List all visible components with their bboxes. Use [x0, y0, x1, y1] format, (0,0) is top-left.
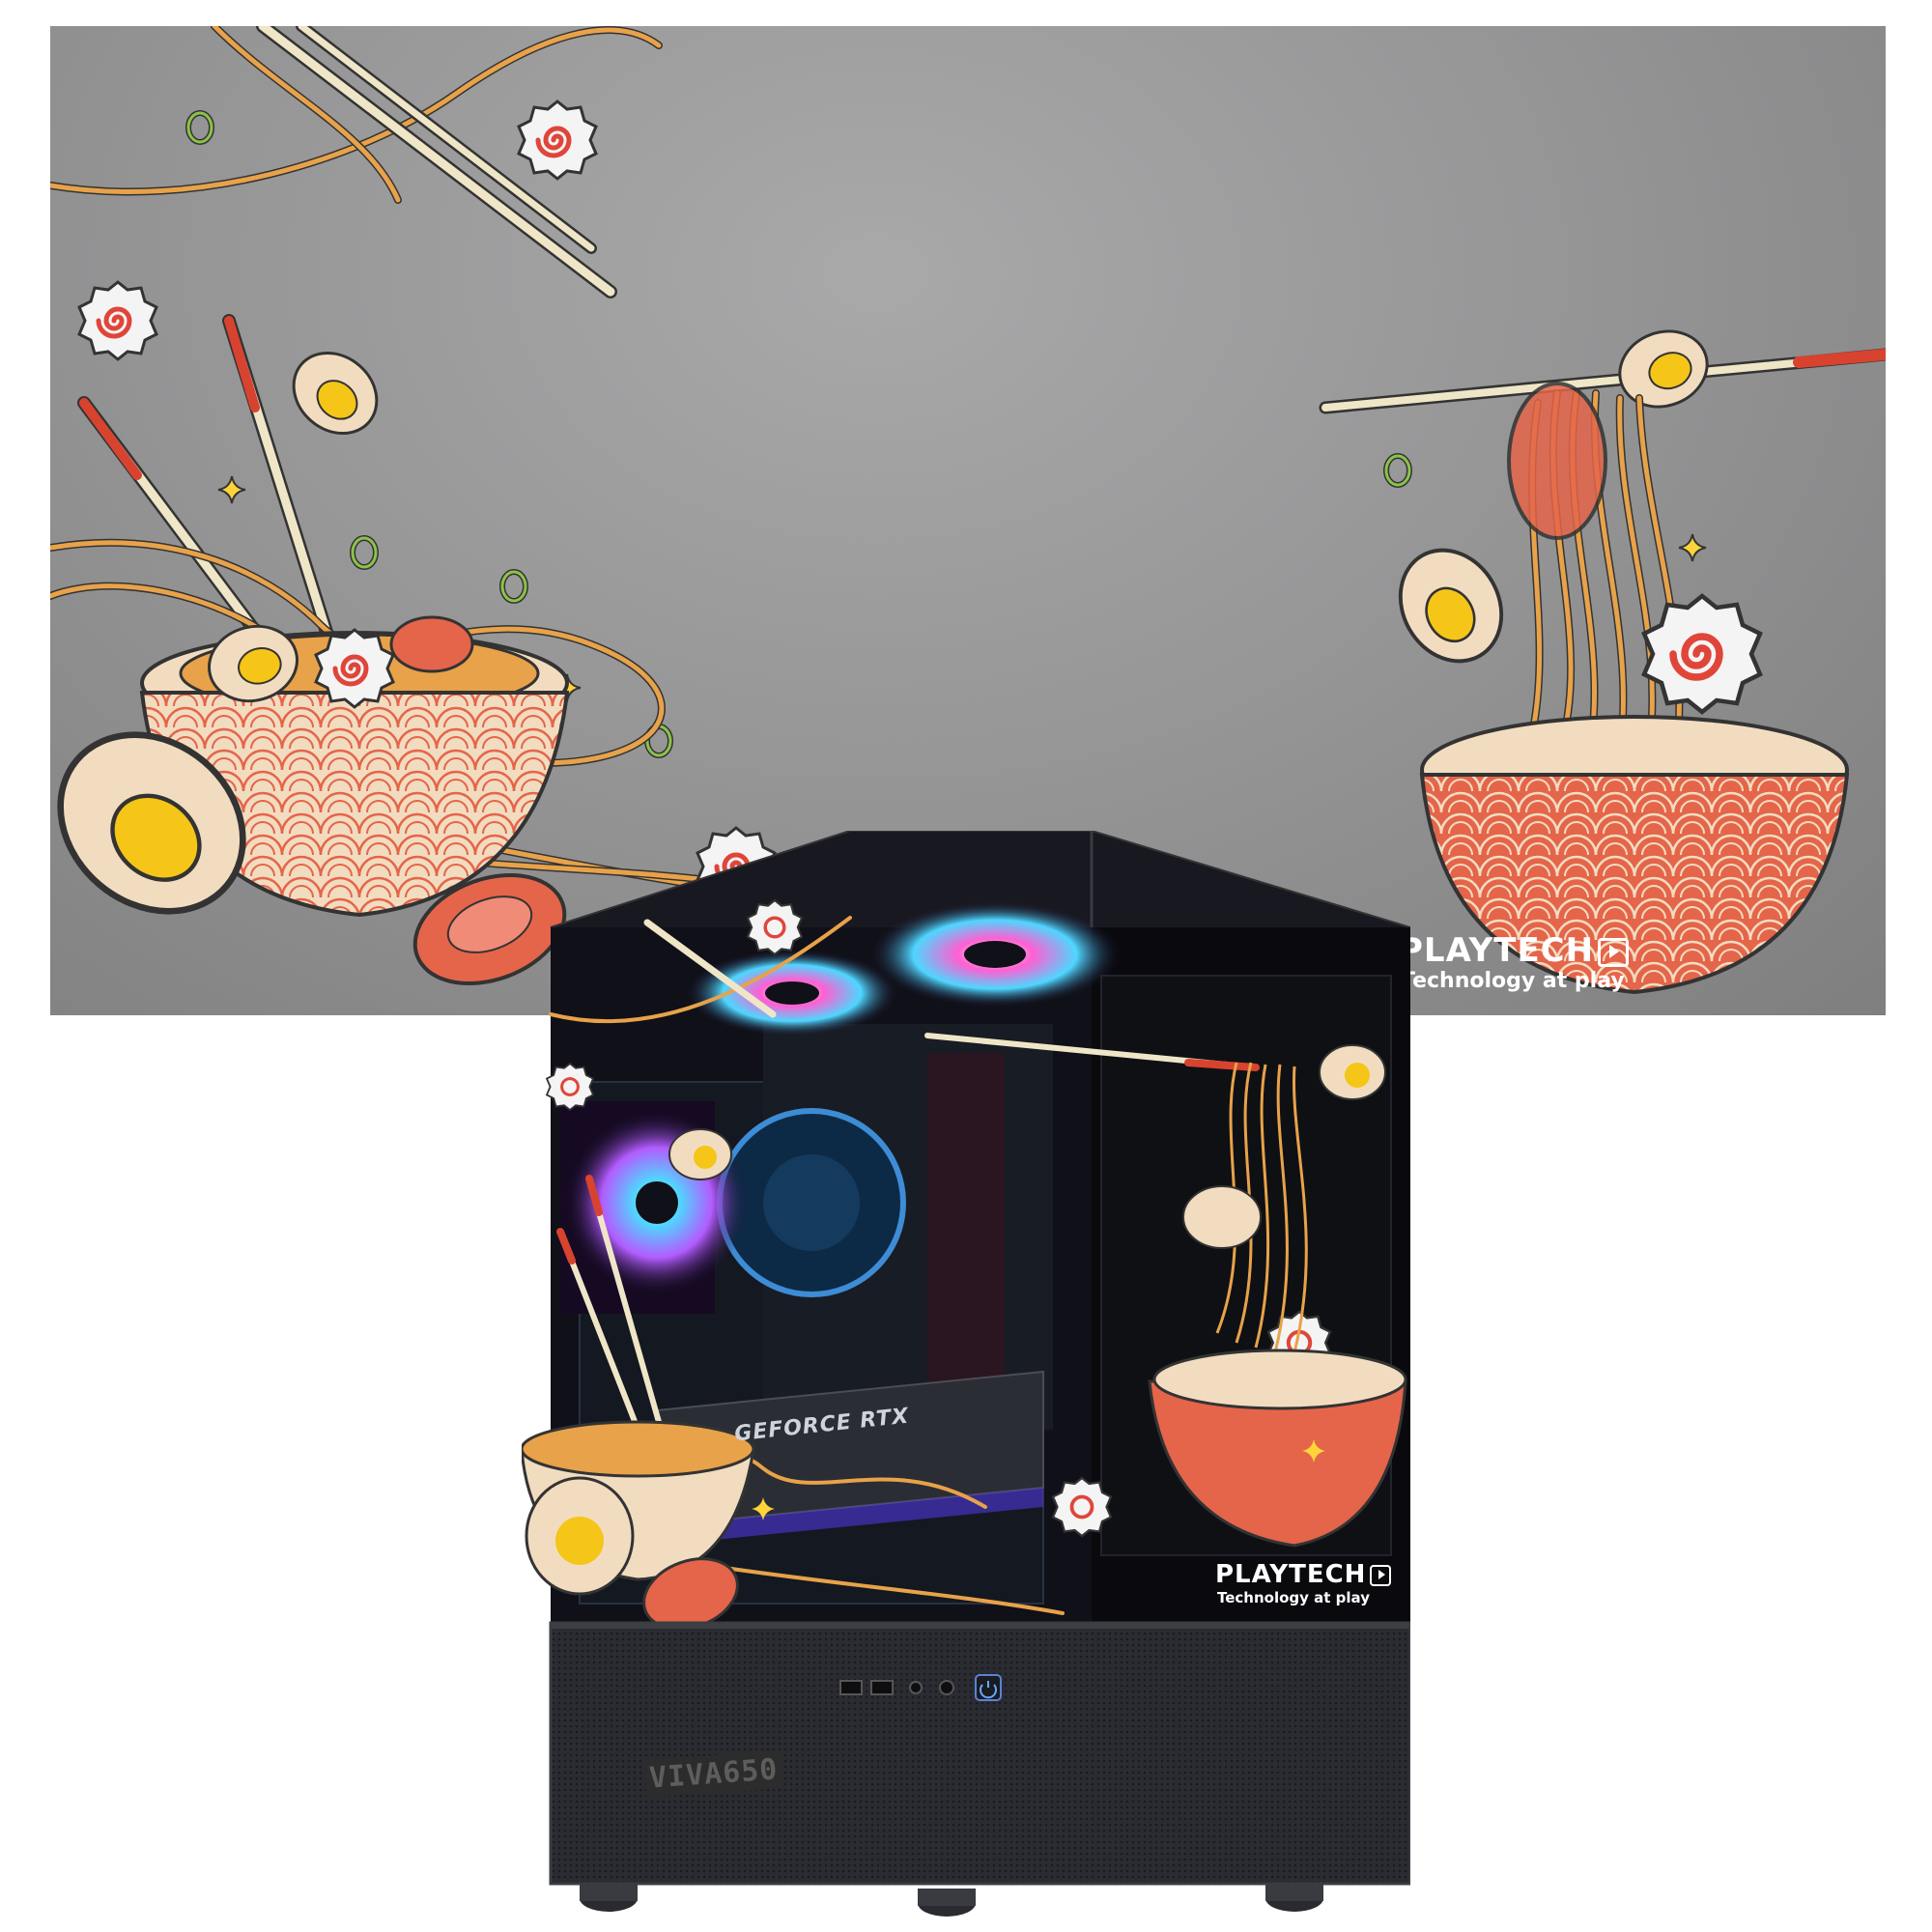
pc-case-illustration — [522, 831, 1410, 1917]
chopsticks-icon — [643, 919, 777, 1018]
egg-icon — [1378, 529, 1523, 682]
narutomaki-icon — [79, 282, 156, 359]
onion-icon — [188, 113, 212, 142]
playtech-logo-case: PLAYTECH Technology at play — [1215, 1560, 1392, 1606]
onion-icon — [353, 538, 376, 567]
sparkle-icon — [1678, 533, 1707, 562]
play-icon — [1598, 937, 1630, 967]
egg-icon — [1182, 1185, 1262, 1249]
sparkle-icon — [752, 1497, 775, 1520]
onion-icon — [502, 572, 526, 601]
narutomaki-icon — [1051, 1476, 1113, 1538]
rgb-fan-top-right — [869, 901, 1121, 1008]
decal-bowl-right — [1148, 1379, 1407, 1548]
narutomaki-icon — [746, 898, 804, 956]
pc-case — [522, 831, 1410, 1922]
play-icon — [1370, 1564, 1392, 1586]
sparkle-icon — [1302, 1439, 1325, 1463]
pork-slice — [412, 872, 567, 986]
sparkle-icon — [217, 475, 246, 504]
egg-icon — [1607, 318, 1719, 420]
playtech-logo: PLAYTECH Technology at play — [1399, 931, 1630, 993]
ramen-bowl-right — [1419, 715, 1850, 995]
noodle-strands-top — [50, 26, 663, 204]
usb-port-icon[interactable] — [870, 1680, 894, 1695]
tagline-text: Technology at play — [1217, 1589, 1370, 1606]
narutomaki-icon — [519, 101, 596, 179]
audio-jack-icon[interactable] — [939, 1680, 954, 1695]
chopsticks-icon — [586, 1176, 669, 1452]
decal-lifted-noodles — [1215, 1062, 1308, 1353]
onion-icon — [1386, 456, 1409, 485]
rgb-fan-top-left — [686, 950, 898, 1037]
narutomaki-icon — [1644, 596, 1760, 712]
front-io-panel — [839, 1674, 1002, 1701]
ramen-bowl-left — [139, 614, 570, 918]
cpu-cooler — [717, 1108, 906, 1297]
brand-text: PLAYTECH — [1399, 931, 1595, 970]
narutomaki-icon — [545, 1062, 595, 1112]
egg-icon — [275, 334, 395, 452]
chopsticks-icon — [256, 26, 617, 298]
usb-port-icon[interactable] — [839, 1680, 863, 1695]
chopsticks-right — [1319, 348, 1886, 414]
pork-slice — [1507, 382, 1607, 540]
audio-jack-icon[interactable] — [909, 1681, 923, 1694]
brand-text: PLAYTECH — [1215, 1560, 1367, 1589]
tagline-text: Technology at play — [1401, 969, 1625, 993]
